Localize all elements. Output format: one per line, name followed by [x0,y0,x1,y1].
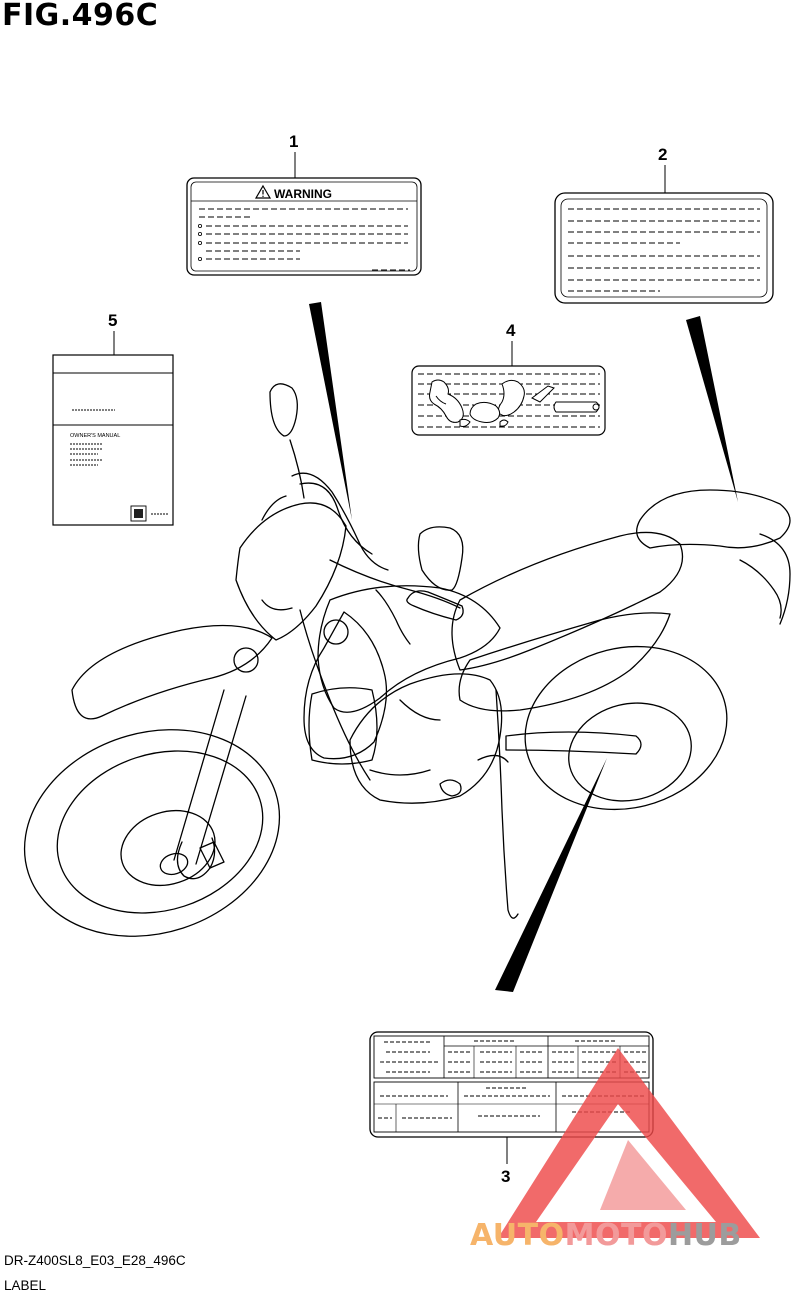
motorcycle-drawing [23,383,791,937]
watermark-logo-icon [498,1048,760,1238]
brand-logo-icon [130,505,147,522]
callout-number-1: 1 [289,132,298,151]
owners-manual-part-5[interactable]: OWNER'S MANUAL [52,354,174,526]
watermark-moto: MOTO [564,1218,668,1253]
pointer-wedge-2 [686,316,738,502]
watermark-text: AUTOMOTOHUB [470,1218,742,1253]
rider-pictogram-icon [429,379,600,427]
warning-triangle-icon [254,184,272,199]
callout-number-2: 2 [658,145,667,164]
pointer-wedges [309,302,738,992]
warning-label-heading: WARNING [274,187,332,201]
owners-manual-caption: OWNER'S MANUAL [70,433,120,439]
callout-number-5: 5 [108,311,117,330]
info-label-part-2[interactable] [554,192,774,304]
warning-label-part-1[interactable]: WARNING [186,177,422,276]
diagram-code: DR-Z400SL8_E03_E28_496C [4,1253,186,1268]
callout-number-4: 4 [506,321,516,340]
pointer-wedge-1 [309,302,352,520]
watermark-auto: AUTO [470,1218,565,1253]
callout-number-3: 3 [501,1167,510,1186]
section-name: LABEL [4,1278,47,1293]
watermark-hub: HUB [667,1218,742,1253]
pointer-wedge-3 [495,758,607,992]
figure-title: FIG.496C [2,0,159,33]
pictogram-label-part-4[interactable] [411,365,606,436]
